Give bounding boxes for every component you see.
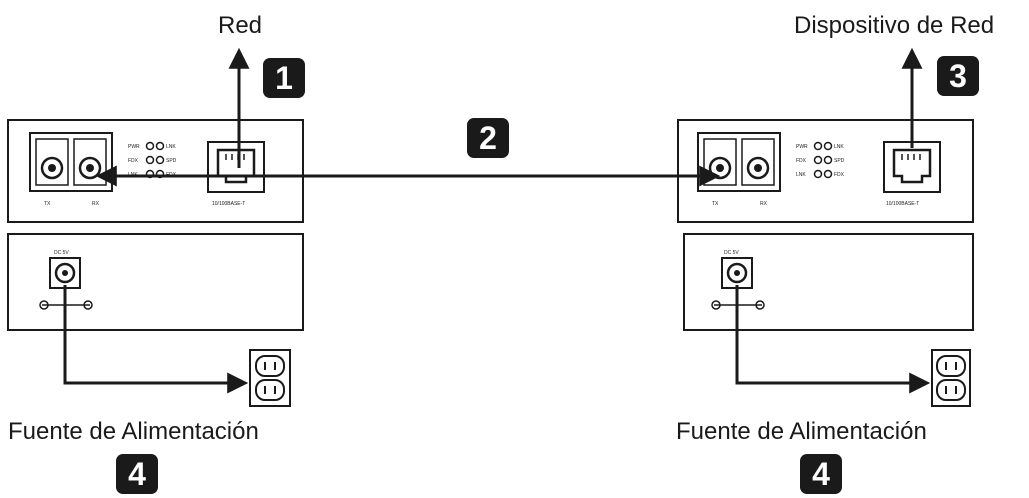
power-source-left-label: Fuente de Alimentación — [8, 418, 259, 445]
fiber-port-tx-label: TX — [712, 201, 719, 207]
dc-jack-icon — [721, 257, 753, 289]
callout-4-power-right: 4 — [800, 454, 842, 494]
right-converter-rear: DC 5V — [683, 233, 974, 331]
power-source-right-label: Fuente de Alimentación — [676, 418, 927, 445]
led-label: FDX — [796, 158, 807, 164]
fiber-port-rx-label: RX — [760, 201, 768, 207]
fiber-port-icon — [29, 132, 113, 192]
callout-4-power-left: 4 — [116, 454, 158, 494]
led-label: FDX — [834, 172, 845, 178]
led-label: SPD — [834, 158, 845, 164]
left-converter-rear: DC 5V — [7, 233, 304, 331]
fiber-port-tx-label: TX — [44, 201, 51, 207]
callout-2-fiber-link: 2 — [467, 118, 509, 158]
rj45-label: 10/100BASE-T — [886, 201, 919, 207]
fiber-port-icon — [697, 132, 781, 192]
led-label: PWR — [796, 144, 808, 150]
led-label: SPD — [166, 158, 177, 164]
led-label: FDX — [128, 158, 139, 164]
network-label: Red — [218, 12, 263, 39]
dc-jack-icon — [49, 257, 81, 289]
led-label: LNK — [166, 144, 176, 150]
wall-outlet-icon — [249, 349, 291, 407]
network-device-label: Dispositivo de Red — [794, 12, 995, 39]
fiber-port-rx-label: RX — [92, 201, 100, 207]
right-converter-front: TX RX PWR LNK FDX SPD LNK FDX — [677, 119, 974, 223]
rj45-port-icon — [883, 141, 941, 193]
left-converter-front: TX RX PWR LNK FDX SPD LNK FDX — [7, 119, 304, 223]
power-cord-right — [735, 285, 931, 394]
wall-outlet-icon — [931, 349, 971, 407]
callout-3-network-device: 3 — [937, 56, 979, 96]
led-label: LNK — [796, 172, 806, 178]
led-label: LNK — [834, 144, 844, 150]
power-cord-left — [63, 285, 249, 394]
dc-input-label: DC 5V — [54, 250, 69, 256]
led-label: PWR — [128, 144, 140, 150]
callout-1-network: 1 — [263, 58, 305, 98]
dc-input-label: DC 5V — [724, 250, 739, 256]
rj45-label: 10/100BASE-T — [212, 201, 245, 207]
led-icon — [813, 141, 833, 179]
rj45-port-icon — [207, 141, 265, 193]
